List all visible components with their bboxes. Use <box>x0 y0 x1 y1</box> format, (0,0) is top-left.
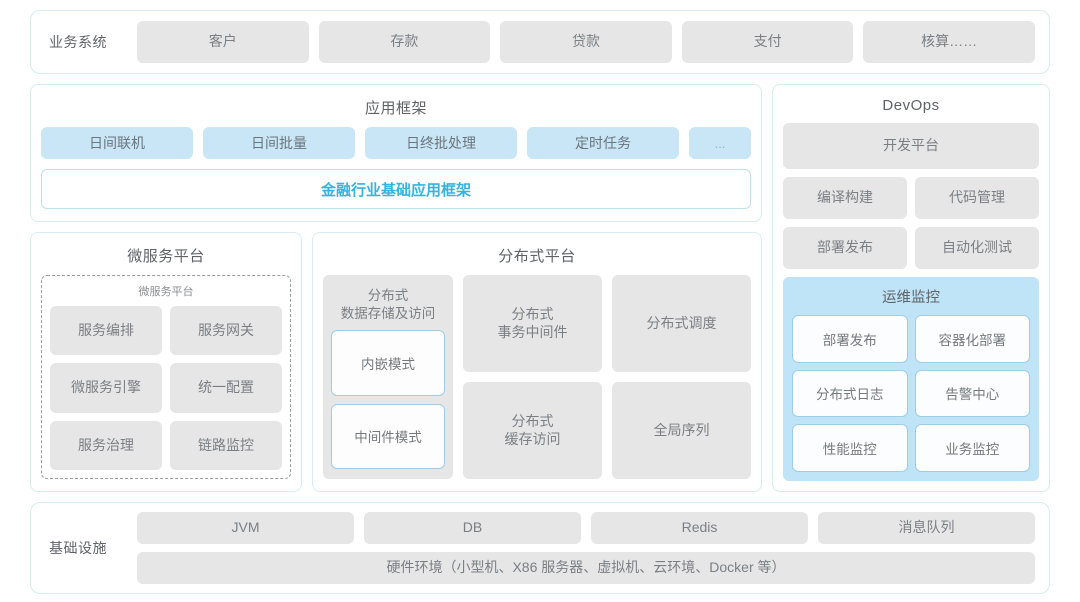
distributed-storage-title: 分布式 数据存储及访问 <box>331 283 445 330</box>
app-framework-tile-daytime-online[interactable]: 日间联机 <box>41 127 193 159</box>
app-framework-tile-more[interactable]: ... <box>689 127 751 159</box>
infrastructure-tile-hardware-environment[interactable]: 硬件环境（小型机、X86 服务器、虚拟机、云环境、Docker 等） <box>137 552 1035 584</box>
distributed-storage-tile[interactable]: 分布式 数据存储及访问 内嵌模式 中间件模式 <box>323 275 453 479</box>
ops-monitoring-grid: 部署发布 容器化部署 分布式日志 告警中心 性能监控 业务监控 <box>792 315 1030 472</box>
distributed-tile-global-sequence[interactable]: 全局序列 <box>612 382 751 479</box>
devops-pair-deploy: 部署发布 自动化测试 <box>783 227 1039 269</box>
business-system-tile-customer[interactable]: 客户 <box>137 21 309 63</box>
distributed-tile-transaction-middleware-line2: 事务中间件 <box>497 323 568 340</box>
devops-tile-deploy-release[interactable]: 部署发布 <box>783 227 907 269</box>
lower-middle-row: 微服务平台 微服务平台 服务编排 服务网关 微服务引擎 统一配置 服务治理 链路… <box>30 232 762 492</box>
devops-stack: 开发平台 编译构建 代码管理 部署发布 自动化测试 运维监控 部署发布 容器化部… <box>783 123 1039 481</box>
business-system-tile-loan[interactable]: 贷款 <box>500 21 672 63</box>
ops-tile-business-monitoring[interactable]: 业务监控 <box>914 424 1030 472</box>
infrastructure-tile-db[interactable]: DB <box>364 512 581 544</box>
distributed-platform-grid: 分布式 事务中间件 分布式调度 分布式 缓存访问 <box>463 275 751 479</box>
distributed-tile-transaction-middleware[interactable]: 分布式 事务中间件 <box>463 275 602 372</box>
devops-column: DevOps 开发平台 编译构建 代码管理 部署发布 自动化测试 运维监控 部 <box>772 84 1050 492</box>
application-framework-tiles: 日间联机 日间批量 日终批处理 定时任务 ... <box>41 127 751 159</box>
ops-monitoring-title: 运维监控 <box>882 290 940 306</box>
microservice-tile-service-gateway[interactable]: 服务网关 <box>170 306 282 356</box>
devops-tile-automated-test[interactable]: 自动化测试 <box>915 227 1039 269</box>
middle-left-column: 应用框架 日间联机 日间批量 日终批处理 定时任务 ... 金融行业基础应用框架… <box>30 84 762 492</box>
distributed-platform-body: 分布式 数据存储及访问 内嵌模式 中间件模式 分布式 <box>323 275 751 479</box>
distributed-storage-title-line1: 分布式 <box>367 288 409 303</box>
application-framework-title: 应用框架 <box>364 100 427 117</box>
app-framework-tile-daytime-batch[interactable]: 日间批量 <box>203 127 355 159</box>
infrastructure-stack: JVM DB Redis 消息队列 硬件环境（小型机、X86 服务器、虚拟机、云… <box>137 512 1035 584</box>
ops-tile-distributed-log[interactable]: 分布式日志 <box>792 369 908 418</box>
devops-pair-build: 编译构建 代码管理 <box>783 177 1039 219</box>
distributed-storage-mode-middleware[interactable]: 中间件模式 <box>331 403 445 469</box>
distributed-storage-column: 分布式 数据存储及访问 内嵌模式 中间件模式 <box>323 275 453 479</box>
ops-tile-alert-center[interactable]: 告警中心 <box>914 369 1030 418</box>
infrastructure-label: 基础设施 <box>49 540 107 556</box>
distributed-tile-cache-access[interactable]: 分布式 缓存访问 <box>463 382 602 479</box>
infrastructure-tile-redis[interactable]: Redis <box>591 512 808 544</box>
ops-tile-deploy-release[interactable]: 部署发布 <box>792 315 908 363</box>
infrastructure-tile-message-queue[interactable]: 消息队列 <box>818 512 1035 544</box>
ops-tile-performance-monitoring[interactable]: 性能监控 <box>792 424 908 472</box>
distributed-tile-scheduling[interactable]: 分布式调度 <box>612 275 751 372</box>
microservice-tile-service-governance[interactable]: 服务治理 <box>50 420 162 470</box>
infrastructure-section: 基础设施 JVM DB Redis 消息队列 硬件环境（小型机、X86 服务器、… <box>30 502 1050 594</box>
distributed-storage-title-line2: 数据存储及访问 <box>340 305 436 321</box>
distributed-tile-transaction-middleware-line1: 分布式 <box>511 306 554 322</box>
business-system-tile-payment[interactable]: 支付 <box>681 21 854 63</box>
distributed-platform-title: 分布式平台 <box>498 248 576 265</box>
distributed-storage-mode-embedded[interactable]: 内嵌模式 <box>331 330 445 396</box>
microservice-platform-inner-box: 微服务平台 服务编排 服务网关 微服务引擎 统一配置 服务治理 链路监控 <box>41 275 291 479</box>
distributed-platform-panel: 分布式平台 分布式 数据存储及访问 内嵌模式 中间件模式 <box>312 232 762 492</box>
ops-tile-containerized-deploy[interactable]: 容器化部署 <box>914 315 1030 363</box>
application-framework-panel: 应用框架 日间联机 日间批量 日终批处理 定时任务 ... 金融行业基础应用框架 <box>30 84 762 222</box>
ops-monitoring-box: 运维监控 部署发布 容器化部署 分布式日志 告警中心 性能监控 业务监控 <box>783 277 1039 481</box>
devops-panel: DevOps 开发平台 编译构建 代码管理 部署发布 自动化测试 运维监控 部 <box>772 84 1050 492</box>
distributed-tile-cache-access-line2: 缓存访问 <box>504 430 561 447</box>
infrastructure-tile-jvm[interactable]: JVM <box>137 512 354 544</box>
microservice-tile-trace-monitoring[interactable]: 链路监控 <box>170 420 282 470</box>
microservice-tile-unified-config[interactable]: 统一配置 <box>170 363 282 413</box>
app-framework-tile-scheduled-task[interactable]: 定时任务 <box>527 127 679 159</box>
devops-title: DevOps <box>882 97 940 114</box>
finance-base-framework-band[interactable]: 金融行业基础应用框架 <box>41 169 751 209</box>
microservice-platform-title: 微服务平台 <box>127 248 205 265</box>
microservice-platform-grid: 服务编排 服务网关 微服务引擎 统一配置 服务治理 链路监控 <box>50 306 282 470</box>
devops-tile-compile-build[interactable]: 编译构建 <box>783 177 907 219</box>
business-system-tile-accounting[interactable]: 核算…… <box>863 21 1035 63</box>
app-framework-tile-eod-batch[interactable]: 日终批处理 <box>365 127 517 159</box>
business-systems-section: 业务系统 客户 存款 贷款 支付 核算…… <box>30 10 1050 74</box>
microservice-platform-panel: 微服务平台 微服务平台 服务编排 服务网关 微服务引擎 统一配置 服务治理 链路… <box>30 232 302 492</box>
microservice-tile-service-orchestration[interactable]: 服务编排 <box>50 306 162 356</box>
distributed-tile-cache-access-line1: 分布式 <box>511 413 554 429</box>
microservice-platform-inner-title: 微服务平台 <box>138 286 194 298</box>
devops-tile-dev-platform[interactable]: 开发平台 <box>783 123 1039 169</box>
infrastructure-top-row: JVM DB Redis 消息队列 <box>137 512 1035 544</box>
business-system-tile-deposit[interactable]: 存款 <box>318 21 491 63</box>
middle-area: 应用框架 日间联机 日间批量 日终批处理 定时任务 ... 金融行业基础应用框架… <box>30 84 1050 492</box>
business-systems-label: 业务系统 <box>49 34 107 50</box>
infrastructure-bottom-row: 硬件环境（小型机、X86 服务器、虚拟机、云环境、Docker 等） <box>137 552 1035 584</box>
devops-tile-code-management[interactable]: 代码管理 <box>915 177 1039 219</box>
microservice-tile-microservice-engine[interactable]: 微服务引擎 <box>50 363 162 413</box>
